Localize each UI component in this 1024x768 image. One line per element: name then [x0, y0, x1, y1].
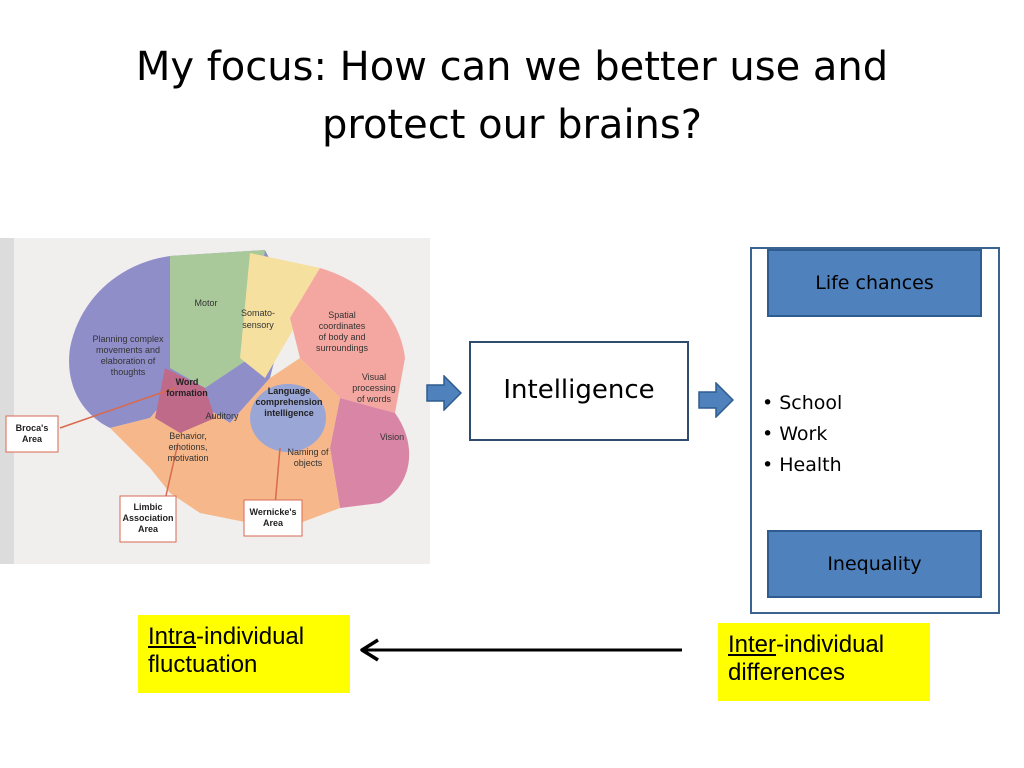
- brain-label-word-2: formation: [166, 388, 208, 398]
- brain-label-planning-3: elaboration of: [101, 356, 156, 366]
- brain-label-language-1: Language: [268, 386, 311, 396]
- intra-suffix: -individual: [196, 623, 305, 650]
- brain-label-word-1: Word: [176, 377, 199, 387]
- brain-label-spatial-3: of body and: [318, 332, 365, 342]
- brain-label-spatial-4: surroundings: [316, 343, 369, 353]
- inequality-box: Inequality: [767, 530, 982, 598]
- left-arrow-icon: [360, 638, 682, 662]
- brain-label-limbic-2: Association: [122, 513, 173, 523]
- brain-label-limbic-1: Limbic: [133, 502, 162, 512]
- brain-label-behavior-3: motivation: [167, 453, 208, 463]
- inter-suffix: -individual: [776, 631, 885, 658]
- list-item: Health: [762, 450, 842, 481]
- list-item: School: [762, 388, 842, 419]
- intra-individual-note: Intra-individual fluctuation: [138, 615, 350, 693]
- brain-label-wernicke-1: Wernicke's: [250, 507, 297, 517]
- brain-label-somato-2: sensory: [242, 320, 274, 330]
- list-item: Work: [762, 419, 842, 450]
- right-block-arrow-icon: [426, 375, 462, 411]
- right-block-arrow-icon: [698, 382, 734, 418]
- brain-label-spatial-1: Spatial: [328, 310, 356, 320]
- brain-label-somato-1: Somato-: [241, 308, 275, 318]
- inter-line2: differences: [728, 659, 845, 686]
- brain-diagram-image: Motor Somato- sensory Spatial coordinate…: [0, 238, 430, 564]
- brain-label-planning-2: movements and: [96, 345, 160, 355]
- intra-prefix: Intra: [148, 623, 197, 650]
- brain-label-vision: Vision: [380, 432, 404, 442]
- inter-prefix: Inter: [728, 631, 777, 658]
- brain-label-visual-3: of words: [357, 394, 392, 404]
- brain-label-visual-1: Visual: [362, 372, 386, 382]
- brain-label-planning-4: thoughts: [111, 367, 146, 377]
- outcomes-list: School Work Health: [762, 388, 842, 481]
- brain-label-spatial-2: coordinates: [319, 321, 366, 331]
- brain-label-naming-2: objects: [294, 458, 323, 468]
- intra-line2: fluctuation: [148, 651, 258, 678]
- brain-label-limbic-3: Area: [138, 524, 159, 534]
- brain-label-language-3: intelligence: [264, 408, 314, 418]
- brain-label-naming-1: Naming of: [287, 447, 329, 457]
- slide-title: My focus: How can we better use and prot…: [135, 44, 889, 148]
- brain-label-broca-2: Area: [22, 434, 43, 444]
- brain-label-language-2: comprehension: [255, 397, 322, 407]
- brain-label-visual-2: processing: [352, 383, 396, 393]
- brain-label-wernicke-2: Area: [263, 518, 284, 528]
- brain-label-motor: Motor: [194, 298, 217, 308]
- brain-label-behavior-1: Behavior,: [169, 431, 207, 441]
- brain-label-planning-1: Planning complex: [92, 334, 164, 344]
- intelligence-box: Intelligence: [469, 341, 689, 441]
- life-chances-box: Life chances: [767, 249, 982, 317]
- brain-label-behavior-2: emotions,: [168, 442, 207, 452]
- brain-label-auditory: Auditory: [205, 411, 239, 421]
- inter-individual-note: Inter-individual differences: [718, 623, 930, 701]
- brain-label-broca-1: Broca's: [16, 423, 49, 433]
